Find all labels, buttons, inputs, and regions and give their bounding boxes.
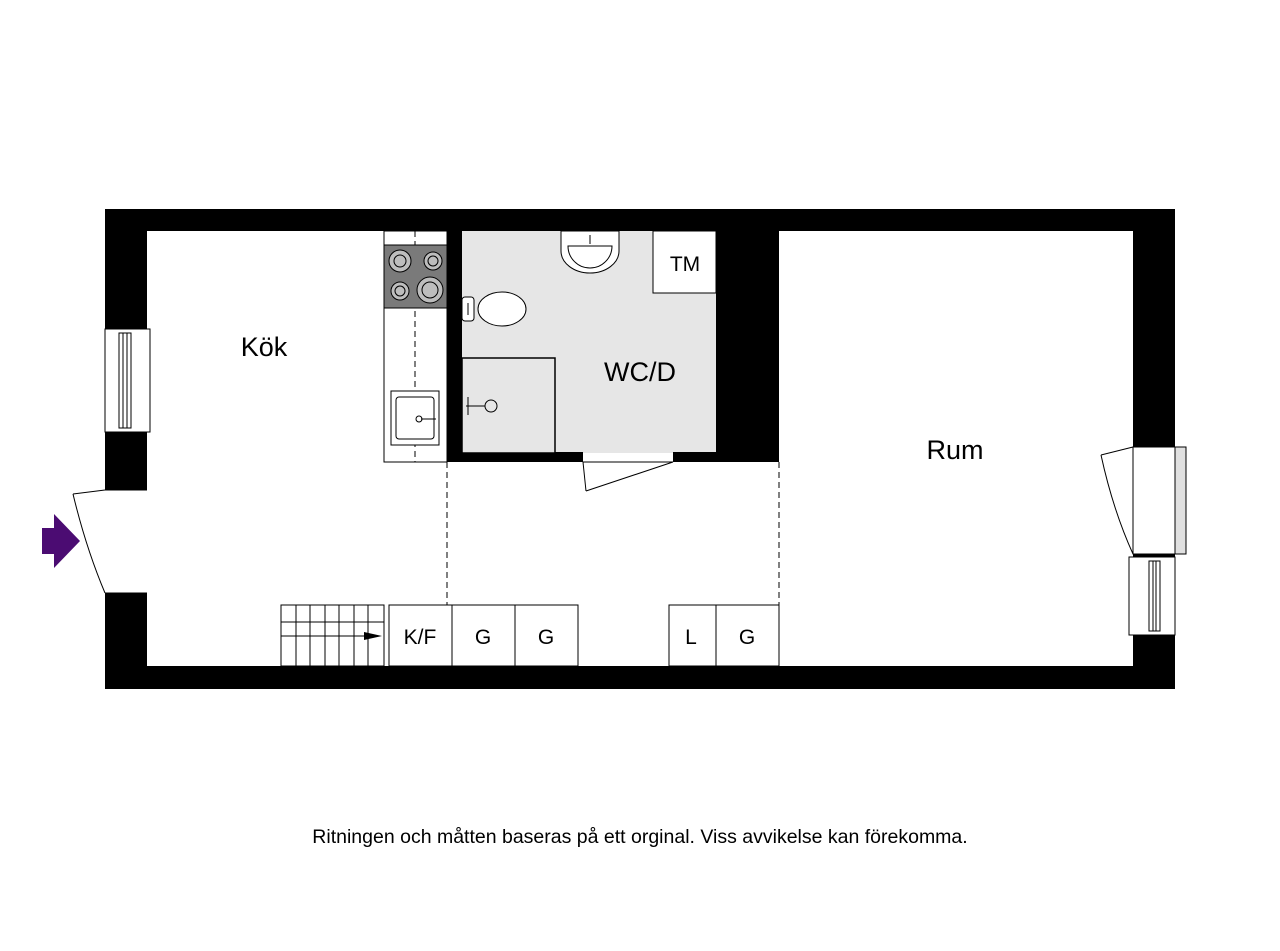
washer-label: TM xyxy=(670,253,700,276)
left-window xyxy=(104,328,151,433)
closet-label: G xyxy=(538,626,554,649)
bathroom-door xyxy=(582,461,674,492)
closet-label: G xyxy=(739,626,755,649)
balcony-door xyxy=(1100,446,1187,555)
closet-labels: K/F G G L G xyxy=(404,626,756,649)
closets xyxy=(388,604,780,667)
shower-icon xyxy=(461,357,556,454)
interior-walls xyxy=(447,231,779,462)
washing-machine-icon: TM xyxy=(652,230,717,294)
stairs-arrow-icon xyxy=(364,632,382,640)
stove-icon xyxy=(383,244,448,309)
room-label-bathroom: WC/D xyxy=(604,357,676,387)
entrance-arrow-icon xyxy=(42,514,80,568)
outer-walls xyxy=(105,209,1175,689)
right-window-lower xyxy=(1128,556,1176,636)
zone-dividers xyxy=(446,462,780,605)
closet-label: L xyxy=(685,626,697,649)
kitchen-sink-icon xyxy=(390,390,440,446)
room-label-kitchen: Kök xyxy=(241,332,288,362)
closet-label: K/F xyxy=(404,626,437,649)
toilet-icon xyxy=(461,291,527,327)
disclaimer-text: Ritningen och måtten baseras på ett orgi… xyxy=(312,826,968,848)
room-label-living: Rum xyxy=(926,435,983,465)
washbasin-icon xyxy=(560,230,620,274)
closet-label: G xyxy=(475,626,491,649)
entrance-door xyxy=(72,489,147,594)
